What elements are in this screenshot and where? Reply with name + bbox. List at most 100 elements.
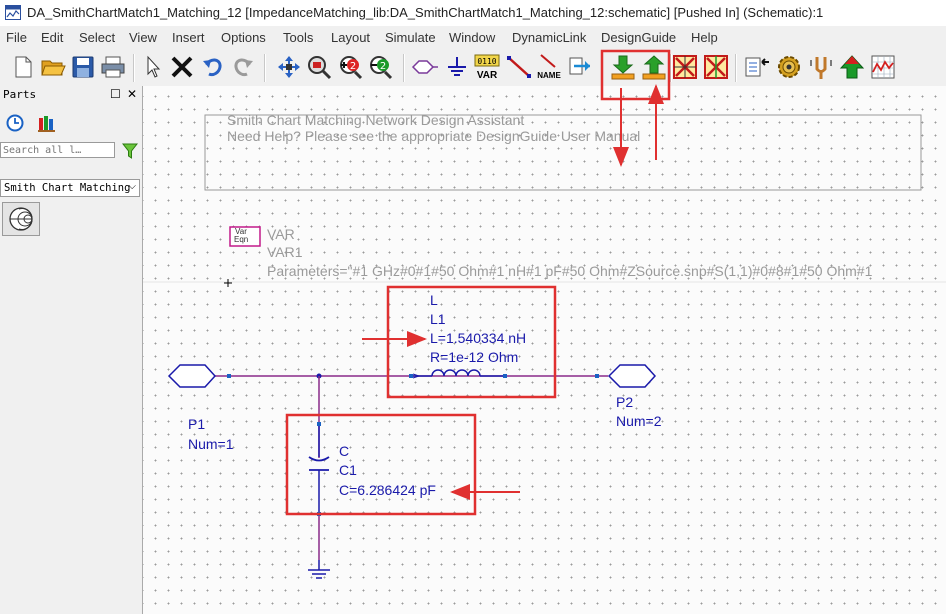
insert-wire-button[interactable] bbox=[504, 52, 534, 82]
capacitor-instance-name: C1 bbox=[339, 462, 357, 478]
parts-panel-header: Parts ☐ ✕ bbox=[0, 86, 142, 104]
svg-text:0110: 0110 bbox=[477, 57, 496, 66]
inductor-l1-symbol[interactable] bbox=[412, 369, 505, 379]
save-disk-icon bbox=[72, 56, 94, 78]
parts-search-input[interactable] bbox=[0, 142, 115, 158]
design-assistant-box[interactable] bbox=[204, 114, 922, 191]
insert-name-button[interactable]: NAME bbox=[534, 52, 564, 82]
var-instance-name: VAR1 bbox=[267, 244, 303, 260]
var-parameters: Parameters="#1 GHz#0#1#50 Ohm#1 nH#1 pF#… bbox=[267, 263, 873, 279]
port-icon bbox=[411, 60, 438, 74]
history-clock-icon[interactable] bbox=[6, 114, 24, 132]
capacitor-c1-symbol[interactable] bbox=[308, 424, 330, 514]
panel-close-icon[interactable]: ✕ bbox=[127, 87, 138, 101]
zoom-out-button[interactable]: 2 bbox=[366, 52, 396, 82]
menu-edit[interactable]: Edit bbox=[41, 30, 64, 45]
open-button[interactable] bbox=[38, 52, 68, 82]
save-button[interactable] bbox=[68, 52, 98, 82]
port-p1-num: Num=1 bbox=[188, 436, 234, 452]
push-into-button[interactable] bbox=[566, 52, 596, 82]
select-button[interactable] bbox=[138, 52, 168, 82]
download-arrow-icon bbox=[611, 55, 635, 80]
data-display-button[interactable] bbox=[868, 52, 898, 82]
smith-chart-icon bbox=[9, 207, 33, 231]
optimize-button[interactable] bbox=[837, 52, 867, 82]
menu-window[interactable]: Window bbox=[449, 30, 496, 45]
simulation-settings-button[interactable] bbox=[742, 52, 772, 82]
menu-simulate[interactable]: Simulate bbox=[385, 30, 436, 45]
capacitor-value[interactable]: C=6.286424 pF bbox=[339, 482, 436, 498]
menu-view[interactable]: View bbox=[129, 30, 157, 45]
schematic-drawing bbox=[143, 114, 946, 579]
menu-help[interactable]: Help bbox=[691, 30, 718, 45]
menu-insert[interactable]: Insert bbox=[172, 30, 205, 45]
svg-text:2: 2 bbox=[380, 61, 386, 72]
print-button[interactable] bbox=[98, 52, 128, 82]
deactivate-component-button[interactable] bbox=[670, 52, 700, 82]
smith-chart-palette-item[interactable] bbox=[2, 202, 40, 236]
menu-layout[interactable]: Layout bbox=[331, 30, 371, 45]
assistant-title: Smith Chart Matching Network Design Assi… bbox=[227, 112, 525, 128]
library-books-icon[interactable] bbox=[37, 114, 57, 132]
designguide-upload-button[interactable] bbox=[639, 52, 669, 82]
inductor-value[interactable]: L=1.540334 nH bbox=[430, 330, 527, 346]
window-title: DA_SmithChartMatch1_Matching_12 [Impedan… bbox=[27, 5, 824, 20]
zoom-out-icon: 2 bbox=[370, 56, 393, 80]
menu-dynamiclink[interactable]: DynamicLink bbox=[512, 30, 587, 45]
panel-float-icon[interactable]: ☐ bbox=[110, 87, 121, 101]
app-icon bbox=[5, 5, 21, 20]
var-equation-block[interactable] bbox=[229, 226, 261, 247]
simulate-button[interactable] bbox=[774, 52, 804, 82]
move-arrows-icon bbox=[278, 56, 300, 78]
insert-port-button[interactable] bbox=[410, 52, 440, 82]
new-button[interactable] bbox=[8, 52, 38, 82]
undo-button[interactable] bbox=[198, 52, 228, 82]
redo-button[interactable] bbox=[228, 52, 258, 82]
netlist-icon bbox=[745, 57, 769, 77]
svg-text:VAR: VAR bbox=[477, 70, 498, 81]
pointer-arrow-icon bbox=[147, 55, 161, 78]
menu-file[interactable]: File bbox=[6, 30, 27, 45]
schematic-canvas[interactable]: Smith Chart Matching Network Design Assi… bbox=[143, 86, 946, 614]
library-select[interactable]: Smith Chart Matching ⌵ bbox=[0, 179, 140, 197]
inductor-instance-name: L1 bbox=[430, 311, 446, 327]
chevron-down-icon: ⌵ bbox=[128, 181, 136, 192]
zoom-area-button[interactable] bbox=[304, 52, 334, 82]
menu-designguide[interactable]: DesignGuide bbox=[601, 30, 677, 45]
menu-options[interactable]: Options bbox=[221, 30, 266, 45]
delete-button[interactable] bbox=[167, 52, 197, 82]
menu-tools[interactable]: Tools bbox=[283, 30, 314, 45]
wire-icon bbox=[507, 56, 531, 78]
var-icon-label-top: Var bbox=[235, 227, 247, 236]
port-p1-symbol[interactable] bbox=[167, 364, 217, 388]
menu-bar: File Edit Select View Insert Options Too… bbox=[0, 28, 946, 48]
designguide-download-button[interactable] bbox=[608, 52, 638, 82]
zoom-in-button[interactable]: 2 bbox=[336, 52, 366, 82]
tuning-button[interactable] bbox=[806, 52, 836, 82]
ground-icon bbox=[448, 57, 466, 76]
library-select-value: Smith Chart Matching bbox=[4, 182, 131, 194]
ground-symbol[interactable] bbox=[308, 560, 330, 579]
optimize-tree-icon bbox=[839, 55, 865, 79]
wire-label-icon: NAME bbox=[537, 54, 561, 80]
var-icon-label-bottom: Eqn bbox=[234, 235, 249, 244]
port-p2-symbol[interactable] bbox=[607, 364, 657, 388]
port-p2-name: P2 bbox=[616, 394, 634, 410]
undo-icon bbox=[203, 58, 222, 77]
short-component-button[interactable] bbox=[701, 52, 731, 82]
printer-icon bbox=[101, 56, 125, 78]
insert-ground-button[interactable] bbox=[442, 52, 472, 82]
inductor-resistance[interactable]: R=1e-12 Ohm bbox=[430, 349, 519, 365]
upload-arrow-icon bbox=[642, 55, 666, 80]
move-button[interactable] bbox=[274, 52, 304, 82]
svg-text:2: 2 bbox=[350, 61, 356, 72]
deactivate-icon bbox=[673, 55, 697, 79]
var-type-label: VAR bbox=[267, 226, 295, 242]
port-p1-name: P1 bbox=[188, 416, 206, 432]
filter-funnel-icon[interactable] bbox=[122, 143, 138, 159]
title-bar: DA_SmithChartMatch1_Matching_12 [Impedan… bbox=[0, 0, 946, 26]
menu-select[interactable]: Select bbox=[79, 30, 116, 45]
